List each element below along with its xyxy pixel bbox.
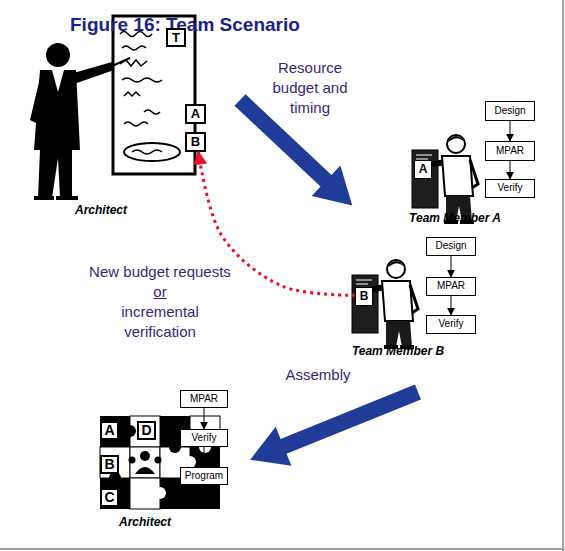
node-text: T	[172, 31, 180, 45]
flow-arrow	[510, 161, 511, 179]
arrow-label: or	[140, 282, 180, 302]
person-icon	[155, 457, 162, 464]
figure-head	[46, 43, 70, 67]
frame-line	[0, 548, 565, 550]
whiteboard-frame	[113, 16, 195, 174]
team-member-figure	[412, 135, 478, 222]
board-tag: B	[185, 132, 206, 152]
flow-arrow	[451, 296, 452, 315]
process-box: Verify	[485, 179, 535, 198]
process-box: MPAR	[485, 141, 535, 161]
puzzle-knob	[124, 425, 136, 437]
figure-arm	[70, 62, 114, 84]
node-text: B	[104, 457, 114, 472]
feedback-arrow	[198, 152, 355, 295]
puzzle-tag: B	[100, 455, 119, 474]
process-box: Program	[180, 467, 228, 485]
figure-arm	[30, 78, 46, 124]
person-icon	[135, 467, 155, 474]
puzzle-tag: D	[137, 421, 156, 440]
process-box: Verify	[180, 429, 228, 447]
flow-arrow	[510, 121, 511, 141]
puzzle-tag: C	[100, 488, 119, 507]
process-box: Design	[485, 101, 535, 121]
puzzle-piece	[130, 447, 160, 478]
board-tag: A	[185, 104, 206, 124]
board-tag: A	[414, 160, 432, 179]
team-member-figure	[352, 260, 418, 347]
scribble	[124, 143, 180, 161]
arrow-label: Resource budget and timing	[268, 58, 352, 118]
node-text: MPAR	[496, 146, 524, 157]
process-box: Design	[426, 237, 476, 256]
whiteboard	[113, 16, 195, 174]
puzzle-piece	[100, 447, 130, 478]
arrow-label: New budget requests	[70, 262, 250, 282]
puzzle-tag: A	[100, 421, 119, 440]
node-text: Verify	[191, 433, 216, 444]
role-caption: Team Member A	[400, 211, 510, 225]
scribble	[120, 32, 162, 127]
node-text: Design	[435, 241, 466, 252]
flow-arrow	[204, 447, 205, 467]
node-text: Design	[494, 106, 525, 117]
node-text: C	[104, 490, 114, 505]
arrow-label: incremental verification	[105, 302, 215, 342]
node-text: A	[104, 423, 114, 438]
node-text: MPAR	[190, 394, 218, 405]
arrow-label: Assembly	[278, 365, 358, 385]
pointer	[112, 58, 130, 66]
node-text: Verify	[438, 319, 463, 330]
role-caption: Architect	[110, 515, 180, 529]
node-text: Program	[185, 471, 223, 482]
person-icon	[140, 451, 150, 461]
role-caption: Team Member B	[343, 344, 453, 358]
board-tag: T	[166, 28, 186, 47]
node-text: B	[360, 290, 369, 303]
flow-arrow	[451, 256, 452, 277]
node-text: B	[191, 135, 200, 149]
node-text: A	[191, 107, 200, 121]
process-box: MPAR	[180, 390, 228, 408]
role-caption: Architect	[66, 203, 136, 217]
figure-feet	[34, 196, 78, 200]
node-text: D	[141, 423, 151, 438]
process-box: MPAR	[426, 277, 476, 296]
person-icon	[129, 457, 136, 464]
node-text: Verify	[497, 183, 522, 194]
scribble	[132, 150, 162, 154]
block-arrow-shape	[242, 373, 426, 480]
process-box: Verify	[426, 315, 476, 334]
puzzle-knob	[154, 487, 166, 499]
block-arrow	[242, 373, 426, 480]
flow-arrow	[204, 408, 205, 429]
board-tag: B	[355, 287, 373, 306]
architect-figure	[30, 43, 130, 198]
node-text: A	[419, 163, 428, 176]
figure-shirt	[52, 70, 64, 92]
frame-line	[562, 0, 564, 551]
node-text: MPAR	[437, 281, 465, 292]
